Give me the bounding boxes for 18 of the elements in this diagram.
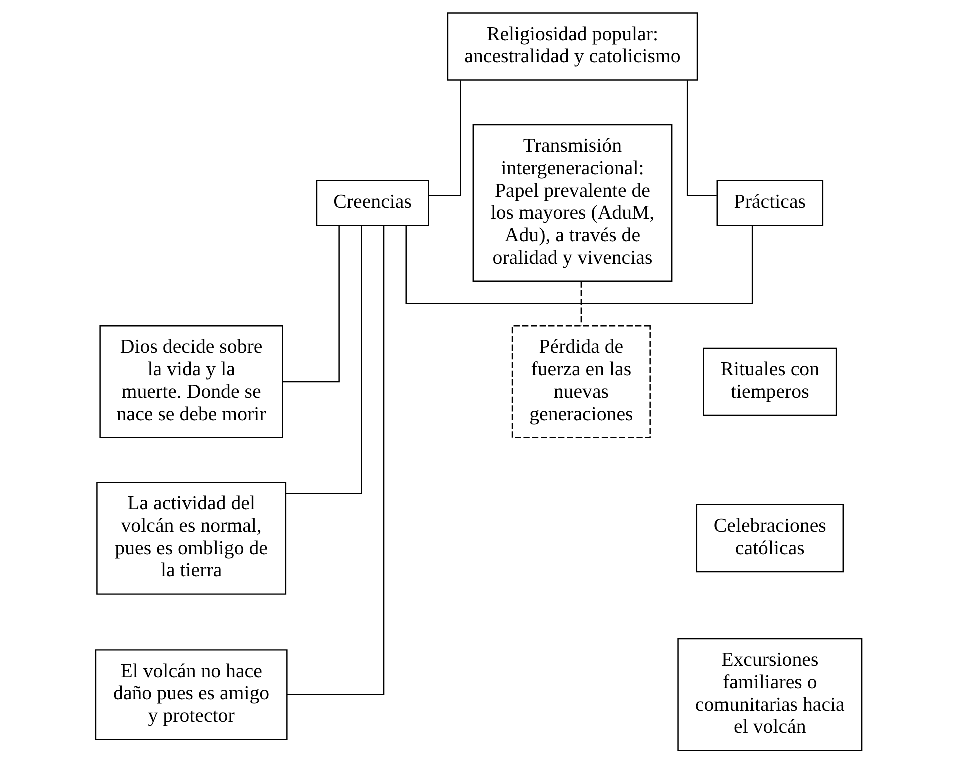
connector	[405, 226, 753, 304]
node-box: Celebraciones católicas	[696, 504, 844, 573]
node-box: Dios decide sobre la vida y la muerte. Donde se nace se debe morir	[99, 326, 283, 438]
node-box: Religiosidad popular: ancestralidad y catolicismo	[446, 12, 698, 81]
node-box: Rituales con tiemperos	[702, 348, 837, 416]
connector	[286, 226, 362, 494]
connector	[428, 80, 461, 196]
node-box: Prácticas	[716, 180, 824, 226]
connector	[286, 226, 384, 696]
node-box: Excursiones familiares o comunitarias hacia el volcán	[677, 638, 862, 752]
node-box: Creencias	[316, 180, 429, 226]
node-box: La actividad del volcán es normal, pues es ombligo de la tierra	[96, 482, 286, 595]
node-box: El volcán no hace daño pues es amigo y protector	[94, 650, 288, 740]
connector	[282, 226, 340, 383]
connector	[686, 80, 716, 196]
node-box: Transmisión intergeneracional: Papel prevalente de los mayores (AduM, Adu), a través de oralidad y vivencias	[472, 124, 672, 282]
node-box: Pérdida de fuerza en las nuevas generaciones	[511, 326, 650, 438]
connector	[580, 282, 582, 326]
